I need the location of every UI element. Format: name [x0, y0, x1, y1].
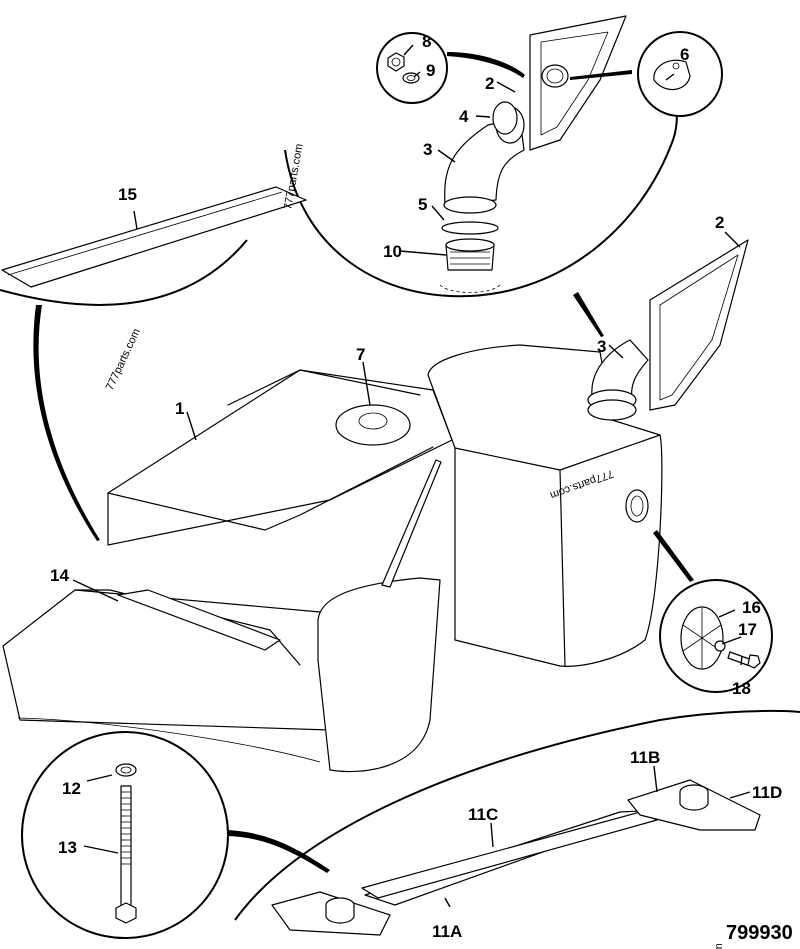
detail-circle-gauge-cover: [653, 530, 773, 693]
leader-lines: [72, 44, 751, 908]
label-3-right: 3: [597, 337, 606, 356]
detail-arc-strap: [234, 709, 800, 921]
watermark-bottom: 777parts.com: [713, 943, 725, 949]
label-4: 4: [459, 107, 469, 126]
label-5: 5: [418, 195, 427, 214]
label-2-detail: 2: [485, 74, 494, 93]
label-3-detail: 3: [423, 140, 432, 159]
part-15-strip: [1, 186, 307, 288]
part-11-strap: [271, 779, 761, 936]
detail-circle-bolt: [21, 731, 330, 939]
part-labels: 1 2 2 3 3 4 5 6 7 8 9 10 11A 11B 11C 11D…: [50, 32, 782, 941]
detail-arc-filler: [284, 89, 678, 298]
detail-arc-strip: [0, 239, 248, 306]
label-11d: 11D: [752, 783, 782, 802]
label-10: 10: [383, 242, 402, 261]
label-11b: 11B: [630, 748, 660, 767]
filler-detail: [439, 15, 627, 293]
label-1: 1: [175, 399, 184, 418]
leader-filler-to-neck: [573, 292, 604, 337]
label-15: 15: [118, 185, 137, 204]
label-2-right: 2: [715, 213, 724, 232]
detail-circle-nut-washer: [376, 32, 525, 104]
label-18: 18: [732, 679, 751, 698]
label-11a: 11A: [432, 922, 462, 941]
leader-strip-to-tank: [33, 305, 100, 541]
label-13: 13: [58, 838, 77, 857]
label-9: 9: [426, 61, 435, 80]
label-12: 12: [62, 779, 81, 798]
label-7: 7: [356, 345, 365, 364]
watermark-left: 777parts.com: [104, 327, 143, 392]
filler-neck-assembly: [587, 239, 749, 421]
label-11c: 11C: [468, 805, 498, 824]
part-1-fuel-tank: [2, 344, 663, 773]
label-6: 6: [680, 45, 689, 64]
tank-bottom-edge: [17, 717, 321, 763]
label-17: 17: [738, 620, 757, 639]
reference-number: 799930: [726, 922, 793, 944]
label-14: 14: [50, 566, 69, 585]
label-16: 16: [742, 598, 761, 617]
label-8: 8: [422, 32, 431, 51]
